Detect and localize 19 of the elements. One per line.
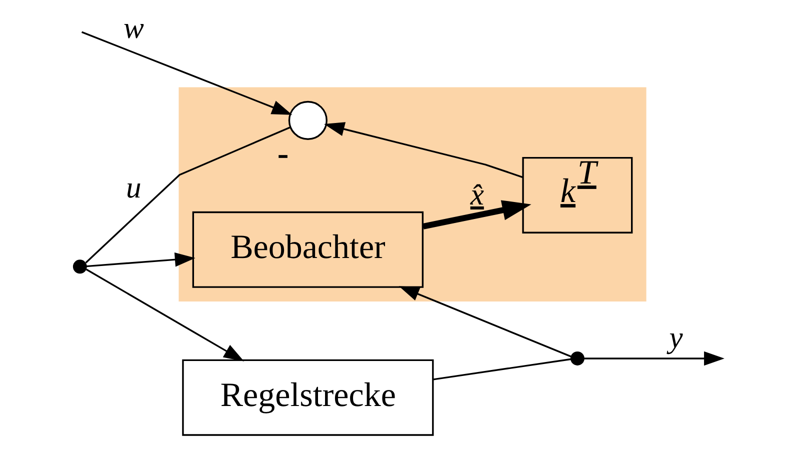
edge-label: y [668, 320, 682, 354]
arrow [324, 122, 523, 178]
edge-label: w [122, 10, 144, 45]
node-dot [570, 352, 584, 366]
arrow [86, 252, 195, 268]
edge-label: x̂ [470, 177, 484, 212]
node-box: Regelstrecke [182, 359, 434, 436]
node-box: Beobachter [192, 211, 424, 288]
connector [84, 126, 290, 264]
arrow [80, 31, 292, 115]
node-label: - [276, 136, 288, 173]
arrow [422, 200, 531, 230]
node-circle [288, 100, 327, 140]
edge-label: u [126, 170, 141, 205]
node-dot [72, 260, 86, 274]
connector [432, 358, 571, 380]
arrow [85, 268, 244, 362]
arrow [398, 286, 572, 358]
arrow [583, 351, 724, 366]
